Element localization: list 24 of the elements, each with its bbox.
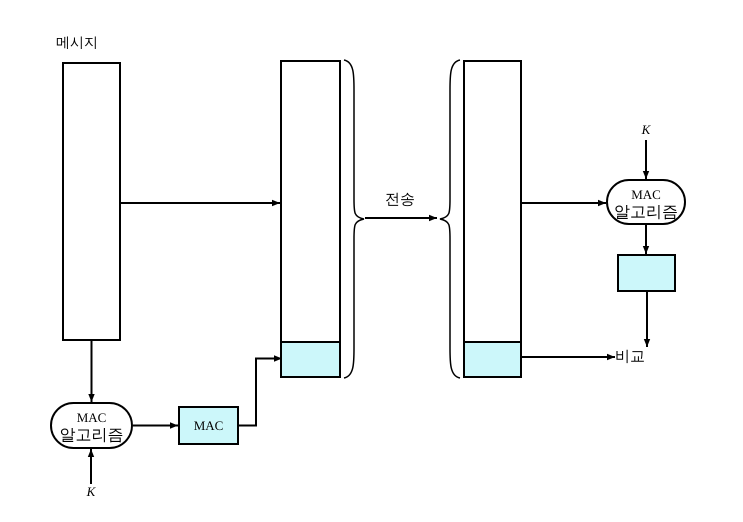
arrow [239,355,282,426]
mac-field [282,341,339,376]
arrow [642,140,650,179]
key-label: K [84,484,98,502]
mac-box: MAC [178,406,239,445]
arrow [522,200,606,206]
arrow [88,449,94,484]
arrow [520,354,615,360]
mac-field [465,341,520,376]
arrow [642,225,650,254]
arrow [365,214,437,222]
algorithm-box: MAC 알고리즘 [50,402,133,449]
mac-box [617,254,676,292]
box-heading: 메시지 [56,34,98,52]
algorithm-box: MAC 알고리즘 [606,179,686,225]
arrow [121,200,280,206]
message-box [280,60,341,378]
arrow [133,422,178,429]
arrow [88,341,95,402]
edge-label: 전송 [385,190,415,209]
arrow [644,292,650,347]
message-box [463,60,522,378]
result-label: 비교 [615,347,661,367]
key-label: K [639,122,653,140]
